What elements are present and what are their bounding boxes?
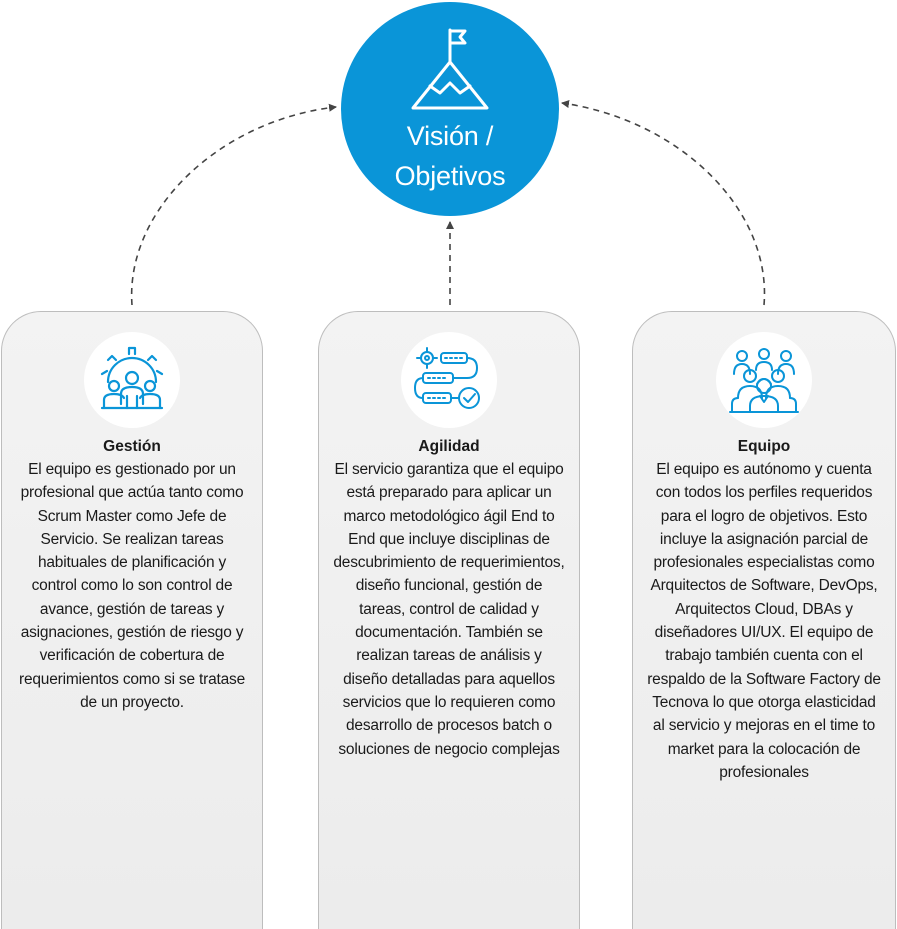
card-description: El equipo es autónomo y cuenta con todos… (647, 461, 881, 781)
card-title: Agilidad (418, 438, 480, 455)
card-gestion: Gestión El equipo es gestionado por un p… (1, 311, 263, 929)
card-title: Equipo (737, 438, 791, 455)
equipo-icon-badge (716, 332, 812, 428)
arrow-equipo-to-vision (561, 100, 766, 306)
team-group-icon (729, 348, 799, 413)
workflow-icon (414, 347, 480, 409)
hub-title: Visión / Objetivos (394, 121, 506, 191)
card-description: El equipo es gestionado por un profesion… (19, 461, 245, 711)
card-agilidad: Agilidad El servicio garantiza que el eq… (318, 311, 580, 929)
vision-hub-circle: Visión / Objetivos (341, 2, 559, 216)
arrow-gestion-to-vision (130, 103, 337, 306)
card-title: Gestión (103, 438, 161, 455)
card-description: El servicio garantiza que el equipo está… (333, 461, 565, 758)
mountain-flag-icon (411, 28, 489, 110)
agilidad-icon-badge (401, 332, 497, 428)
gestion-icon-badge (84, 332, 180, 428)
gear-team-icon (100, 346, 164, 410)
card-equipo: Equipo El equipo es autónomo y cuenta co… (632, 311, 896, 929)
